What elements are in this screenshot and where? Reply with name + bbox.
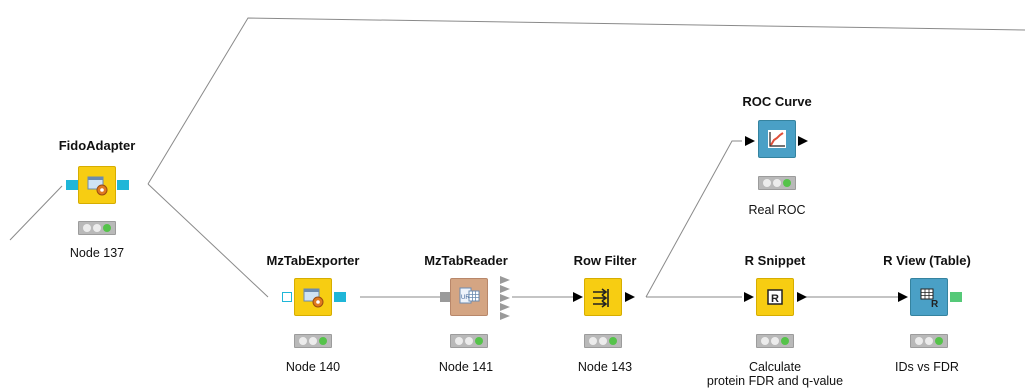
output-port[interactable] [117,180,129,190]
output-port-arrow[interactable] [797,292,807,302]
node-title: Row Filter [573,253,637,268]
output-port[interactable] [950,292,962,302]
node-caption: Real ROC [748,203,806,217]
output-port-arrow[interactable] [798,136,808,146]
roc-chart-icon [768,130,786,148]
input-port-arrow[interactable] [745,136,755,146]
node-icon-box[interactable] [78,166,116,204]
node-caption: Node 137 [69,246,125,260]
connection-rowfilter-to-roc [645,140,742,298]
node-title: R Snippet [744,253,806,268]
status-traffic-light [294,334,332,348]
r-script-icon: R [767,289,783,305]
node-caption: Node 143 [577,360,633,374]
status-traffic-light [584,334,622,348]
connection-fido-top [147,17,1025,185]
node-icon-box[interactable] [584,278,622,316]
gear-window-icon [303,288,324,308]
node-icon-box[interactable] [758,120,796,158]
node-icon-box[interactable]: R [756,278,794,316]
node-title: MzTabReader [424,253,508,268]
status-traffic-light [756,334,794,348]
output-ports[interactable] [500,276,516,320]
r-table-icon: R [920,288,939,310]
node-icon-box[interactable]: R [910,278,948,316]
svg-text:R: R [771,293,779,305]
node-caption-line2: protein FDR and q-value [706,374,844,388]
status-traffic-light [910,334,948,348]
status-traffic-light [450,334,488,348]
input-port[interactable] [282,292,292,302]
node-icon-box[interactable]: URI [450,278,488,316]
node-caption: Node 140 [285,360,341,374]
node-caption-line1: Calculate [748,360,802,374]
connection-fido-to-exporter [147,183,269,298]
svg-text:URI: URI [461,295,472,301]
filter-arrows-icon [593,288,609,308]
node-title: R View (Table) [883,253,971,268]
node-caption: Node 141 [438,360,494,374]
status-traffic-light [78,221,116,235]
input-port-arrow[interactable] [573,292,583,302]
output-port-arrow[interactable] [625,292,635,302]
input-port[interactable] [66,180,78,190]
input-port-arrow[interactable] [898,292,908,302]
gear-window-icon [87,176,108,196]
input-port[interactable] [440,292,450,302]
status-traffic-light [758,176,796,190]
node-caption: IDs vs FDR [895,360,959,374]
file-table-icon: URI [459,287,480,304]
node-title: ROC Curve [742,94,812,109]
input-port-arrow[interactable] [744,292,754,302]
output-port[interactable] [334,292,346,302]
node-title: FidoAdapter [58,138,136,153]
svg-text:R: R [931,299,939,310]
node-title: MzTabExporter [266,253,360,268]
connection-left-into-fido [9,185,63,241]
node-icon-box[interactable] [294,278,332,316]
